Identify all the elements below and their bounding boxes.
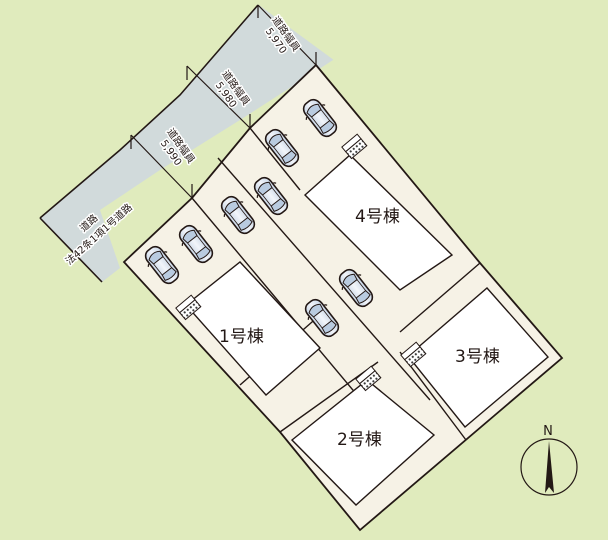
lot-4-label: 4号棟 bbox=[355, 207, 400, 227]
road-main bbox=[40, 5, 333, 282]
compass: N bbox=[520, 424, 578, 496]
lot-4-building bbox=[303, 154, 454, 291]
lot-2-label: 2号棟 bbox=[337, 430, 382, 450]
lot-labels: 1号棟 2号棟 3号棟 4号棟 bbox=[219, 207, 500, 450]
lot-3-label: 3号棟 bbox=[455, 347, 500, 367]
north-arrow-icon bbox=[545, 441, 554, 493]
lot-1-label: 1号棟 bbox=[219, 327, 264, 347]
buildings bbox=[184, 154, 549, 506]
compass-north-label: N bbox=[543, 424, 553, 439]
lot-3-building bbox=[407, 287, 549, 428]
lot-1-building bbox=[184, 261, 322, 396]
road-area bbox=[39, 4, 334, 283]
lot-2-building bbox=[290, 379, 436, 506]
